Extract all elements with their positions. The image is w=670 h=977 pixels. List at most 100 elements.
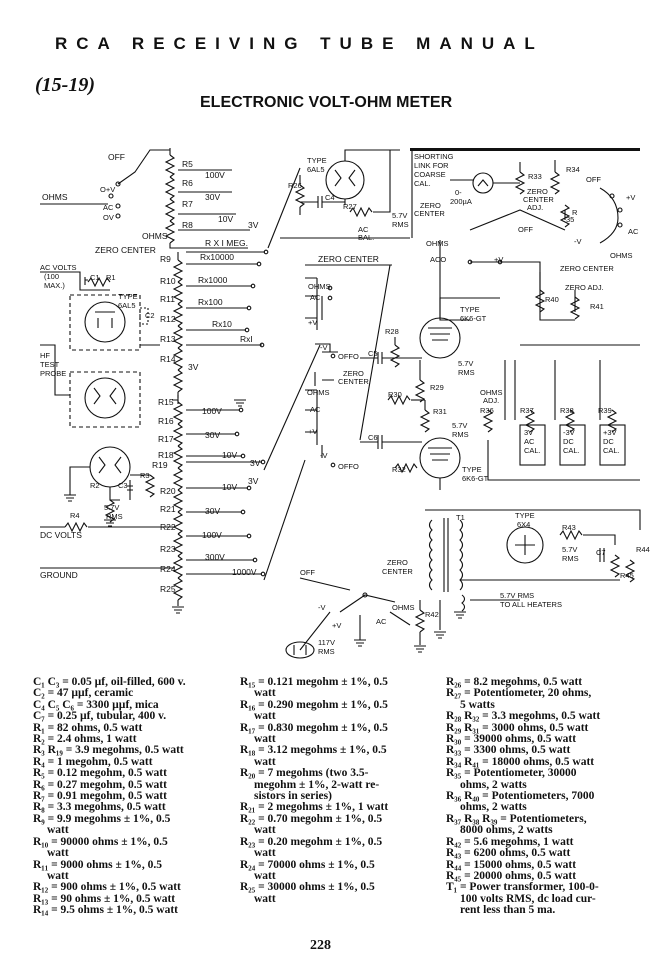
parts-item: ohms, 2 watts — [460, 778, 527, 791]
rms-57-left-rms: RMS — [106, 512, 123, 521]
r25-label: R25 — [160, 584, 176, 594]
r7-label: R7 — [182, 199, 193, 209]
c5-label: C5 — [368, 349, 378, 358]
r16-label: R16 — [158, 416, 174, 426]
ac-10v-label: 10V — [218, 214, 233, 224]
tube-6al5-top — [280, 149, 410, 239]
ac-sw-label: AC — [310, 293, 321, 302]
calibration-pots — [483, 344, 640, 481]
r2-label: R2 — [90, 481, 100, 490]
parts-item: R₁₃ = 90 ohms ± 1%, 0.5 watt — [33, 892, 176, 905]
cal1-line3: CAL. — [524, 446, 541, 455]
parts-item: sistors in series) — [254, 790, 332, 803]
c6-label: C6 — [368, 433, 378, 442]
r9-label: R9 — [160, 254, 171, 264]
ac-volts-label: AC VOLTS — [40, 263, 77, 272]
parts-item: C₄ C₅ C₆ = 3300 µµf, mica — [33, 698, 159, 711]
section-number: (15-19) — [35, 74, 95, 96]
rms-57-ps-v: 5.7V — [562, 545, 577, 554]
r11-label: R11 — [160, 294, 175, 304]
rx-10000-label: Rx10000 — [200, 252, 234, 262]
r43-label: R43 — [562, 523, 576, 532]
parts-item: R₁ = 82 ohms, 0.5 watt — [33, 721, 143, 734]
r35-label-r: R — [572, 208, 578, 217]
r37-label: R37 — [520, 406, 534, 415]
plus-v-bot-label: +V — [332, 621, 341, 630]
parts-item: R₄₄ = 15000 ohms, 0.5 watt — [446, 858, 577, 871]
c1-label: C1 — [90, 273, 100, 282]
r38-label: R38 — [560, 406, 574, 415]
zero-center-r-center: CENTER — [414, 209, 445, 218]
cal3-line1: +3V — [603, 428, 617, 437]
parts-item: R₂₁ = 2 megohms ± 1%, 1 watt — [240, 801, 389, 814]
parts-item: 8000 ohms, 2 watts — [460, 824, 553, 837]
dc-100v-b-label: 100V — [202, 530, 222, 540]
r23-label: R23 — [160, 544, 176, 554]
parts-item: rent less than 5 ma. — [460, 904, 556, 917]
r20-label: R20 — [160, 486, 176, 496]
hf-label: HF — [40, 351, 50, 360]
r24-label: R24 — [160, 564, 176, 574]
parts-item: watt — [254, 892, 276, 905]
cal2-line3: CAL. — [563, 446, 580, 455]
manual-header: RCA RECEIVING TUBE MANUAL — [55, 34, 544, 53]
parts-item: watt — [254, 733, 276, 746]
rms-57-mid-rms: RMS — [458, 368, 475, 377]
minus-v-bot-label: -V — [318, 603, 326, 612]
ac-3v-label: 3V — [248, 220, 259, 230]
zero-center-adj-adj: ADJ. — [527, 203, 543, 212]
parts-item: C₁ C₃ = 0.05 µf, oil-filled, 600 v. — [33, 676, 186, 688]
off-right-label: OFF — [586, 175, 601, 184]
cal1-line2: AC — [524, 437, 535, 446]
parts-item: R₁₀ = 90000 ohms ± 1%, 0.5 — [33, 835, 168, 848]
parts-list-column-3: R₂₆ = 8.2 megohms, 0.5 watt R₂₇ = Potent… — [446, 676, 600, 917]
mid-switch-decks — [305, 264, 392, 468]
parts-item: R₃₆ R₄₀ = Potentiometers, 7000 — [446, 790, 595, 803]
plus-v-meter-label: +V — [494, 255, 503, 264]
offo-label-top: OFFO — [338, 352, 359, 361]
ohms-meter-label: OHMS — [426, 239, 449, 248]
page-number: 228 — [310, 938, 331, 953]
r28-label: R28 — [385, 327, 399, 336]
ac-sw-2-label: AC — [310, 405, 321, 414]
tube-6k6-bot-name: 6K6-GT — [462, 474, 489, 483]
ac-volts-max-label: MAX.) — [44, 281, 65, 290]
parts-item: R₁₇ = 0.830 megohm ± 1%, 0.5 — [240, 721, 388, 734]
parts-item: C₇ = 0.25 µf, tubular, 400 v. — [33, 710, 167, 723]
parts-item: ohms, 2 watts — [460, 801, 527, 814]
rx-10-label: Rx10 — [212, 319, 232, 329]
off-bot-label: OFF — [300, 568, 315, 577]
parts-item: R₂₇ = Potentiometer, 20 ohms, — [446, 687, 592, 700]
tube-6al5-top-name: 6AL5 — [307, 165, 325, 174]
parts-item: R₂₆ = 8.2 megohms, 0.5 watt — [446, 676, 583, 688]
parts-item: R₄ = 1 megohm, 0.5 watt — [33, 755, 153, 768]
parts-item: R₂₂ = 0.70 megohm ± 1%, 0.5 — [240, 812, 383, 825]
parts-item: R₅ = 0.12 megohm, 0.5 watt — [33, 767, 167, 780]
rms-57-low-v: 5.7V — [452, 421, 467, 430]
c3-label: C3 — [118, 481, 128, 490]
r45-label: R45 — [620, 571, 634, 580]
ac-divider-resistors — [150, 148, 250, 249]
ohms-adj-adj: ADJ. — [483, 396, 499, 405]
dc-divider-resistors — [173, 344, 321, 606]
ground-label: GROUND — [40, 570, 78, 580]
parts-item: R₂₀ = 7 megohms (two 3.5- — [240, 767, 369, 780]
rx-100-label: Rx100 — [198, 297, 223, 307]
r36-label: R36 — [480, 406, 494, 415]
t1-label: T1 — [456, 513, 465, 522]
r34-label: R34 — [566, 165, 580, 174]
v117-label: 117V — [318, 638, 335, 647]
parts-item: R₂ = 2.4 ohms, 1 watt — [33, 733, 137, 746]
r14-label: R14 — [160, 354, 176, 364]
parts-item: C₂ = 47 µµf, ceramic — [33, 687, 134, 700]
zero-center-sw-zero: ZERO — [343, 369, 364, 378]
zero-adj-label: ZERO ADJ. — [565, 283, 604, 292]
minus-v-right-label: -V — [574, 237, 582, 246]
page-title: ELECTRONIC VOLT-OHM METER — [200, 94, 453, 111]
offo-label-bot: OFFO — [338, 462, 359, 471]
r27-label: R27 — [343, 202, 357, 211]
tube-6x4-name: 6X4 — [517, 520, 530, 529]
minus-v-sw-2-label: -V — [320, 451, 328, 460]
parts-item: megohm ± 1%, 2-watt re- — [254, 778, 380, 791]
tube-6x4-type: TYPE — [515, 511, 535, 520]
